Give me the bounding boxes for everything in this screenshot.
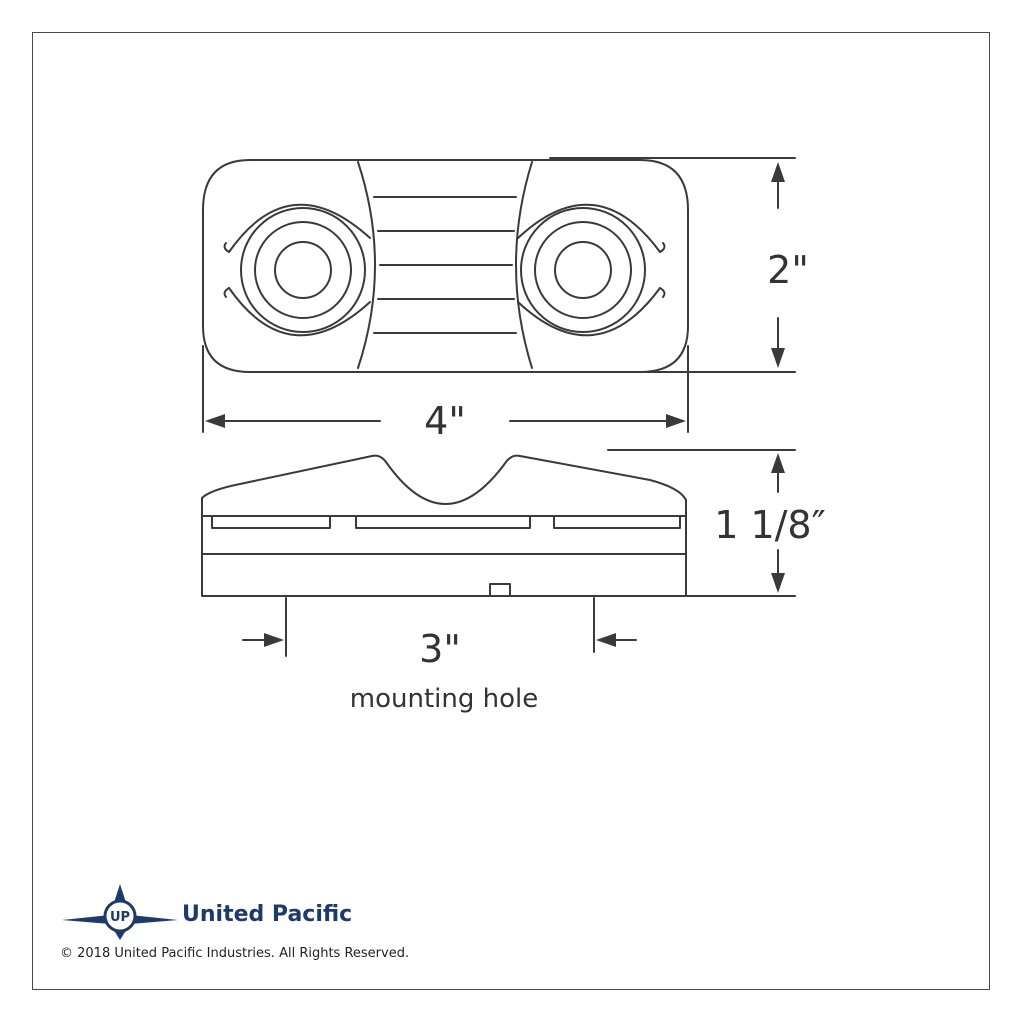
logo-monogram: UP — [110, 910, 130, 925]
side-view-body — [201, 454, 687, 597]
center-lens-right-edge — [515, 161, 533, 369]
dim-label-hole-spacing: 3" — [419, 627, 461, 671]
side-view — [201, 454, 687, 597]
arrowhead — [771, 348, 785, 368]
arrowhead — [666, 414, 686, 428]
arrowhead — [771, 573, 785, 593]
brand-block: UP United Pacific © 2018 United Pacific … — [60, 878, 480, 968]
dim-caption-mounting-hole: mounting hole — [350, 684, 538, 714]
dim-label-height: 2" — [767, 248, 809, 292]
left-lamp — [223, 203, 371, 337]
top-view — [202, 159, 689, 373]
center-lens-left-edge — [357, 161, 376, 369]
arrowhead — [264, 633, 284, 647]
dim-label-side-height: 1 1/8″ — [714, 503, 826, 547]
united-pacific-logo: UP — [62, 884, 178, 940]
arrowhead — [596, 633, 616, 647]
copyright-notice: © 2018 United Pacific Industries. All Ri… — [60, 946, 410, 961]
arrowhead — [771, 162, 785, 182]
diagram-frame — [32, 32, 990, 990]
arrowhead — [771, 453, 785, 473]
brand-name: United Pacific — [182, 902, 353, 927]
height-dimension — [539, 157, 796, 373]
right-lamp — [517, 203, 666, 337]
dim-label-width: 4" — [424, 399, 466, 443]
mounting-stud — [489, 583, 511, 597]
arrowhead — [205, 414, 225, 428]
width-dimension — [202, 345, 689, 433]
